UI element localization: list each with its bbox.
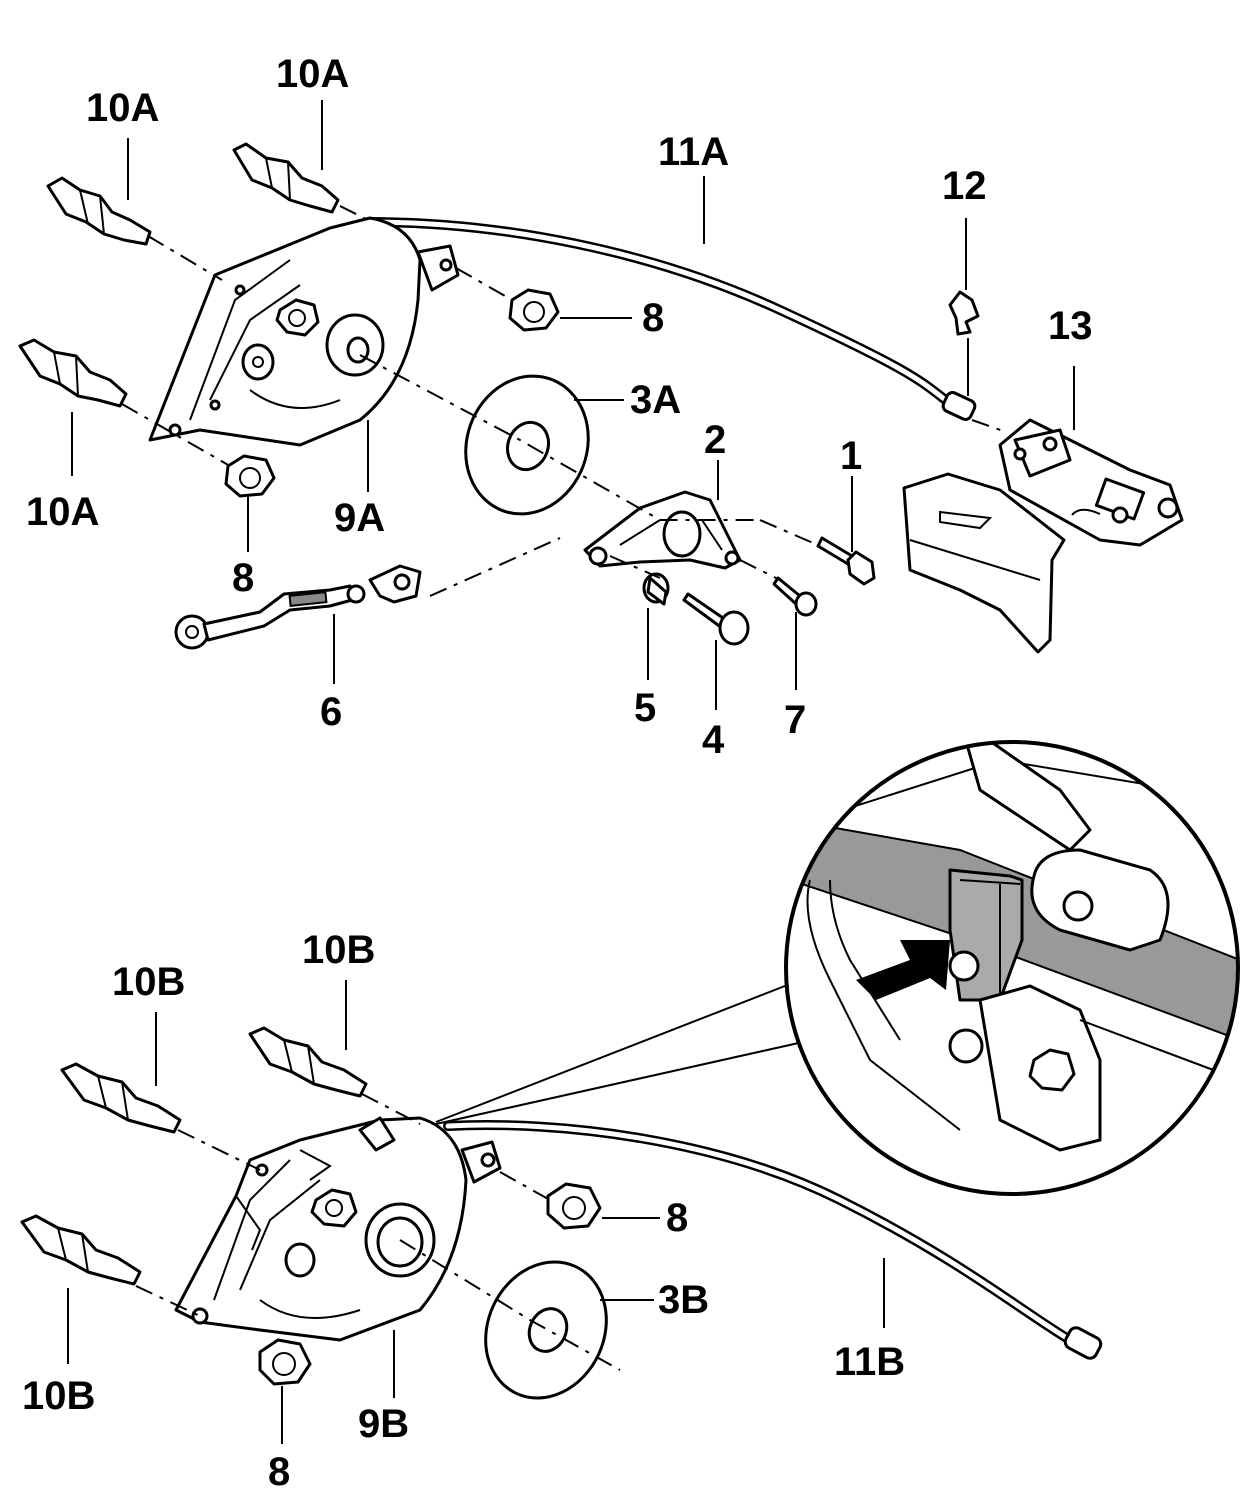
callout-12: 12	[942, 164, 987, 208]
screw-7	[772, 576, 818, 617]
callout-10b-left-lower: 10B	[22, 1374, 96, 1418]
callout-7: 7	[784, 698, 807, 742]
callout-2: 2	[704, 418, 727, 462]
callout-9b: 9B	[358, 1402, 410, 1446]
stud-10a-3	[18, 338, 128, 408]
callout-3a: 3A	[630, 378, 682, 422]
callout-10a-top: 10A	[276, 52, 350, 96]
callout-3b: 3B	[658, 1278, 710, 1322]
callout-9a: 9A	[334, 496, 386, 540]
stud-10b-3	[20, 1214, 142, 1286]
callout-10b-left-upper: 10B	[112, 960, 186, 1004]
detail-magnifier	[784, 740, 1240, 1196]
callout-13: 13	[1048, 304, 1093, 348]
nut-8-top-right	[508, 288, 560, 332]
housing-9b	[174, 1116, 502, 1342]
nut-8-bottom-left	[258, 1338, 312, 1386]
callout-8-bottom-left: 8	[268, 1450, 291, 1494]
bolt-1	[816, 536, 876, 586]
nut-8-top-left	[224, 454, 276, 498]
callout-8-bottom-right: 8	[666, 1196, 689, 1240]
clip-12	[948, 290, 980, 336]
callout-10a-left-lower: 10A	[26, 490, 100, 534]
link-rod-6	[174, 564, 422, 650]
callout-5: 5	[634, 686, 657, 730]
washer-3a	[464, 374, 590, 516]
cable-11b	[443, 1120, 1103, 1360]
bracket-2	[583, 490, 742, 570]
bushing-5	[642, 572, 670, 606]
callout-8-top-right: 8	[642, 296, 665, 340]
callout-4: 4	[702, 718, 725, 762]
callout-8-top-left: 8	[232, 556, 255, 600]
screw-4	[682, 592, 750, 646]
cover-plate	[902, 472, 1066, 654]
stud-10b-2	[248, 1026, 368, 1098]
cable-11a	[365, 217, 977, 421]
stud-10a-1	[46, 176, 152, 246]
callout-10a-left-upper: 10A	[86, 86, 160, 130]
actuator-13	[998, 418, 1184, 547]
housing-9a	[148, 216, 460, 447]
callout-1: 1	[840, 434, 863, 478]
stud-10a-2	[232, 142, 340, 214]
callout-11a: 11A	[658, 130, 730, 174]
stud-10b-1	[60, 1062, 182, 1134]
callout-10b-top: 10B	[302, 928, 376, 972]
callout-11b: 11B	[834, 1340, 906, 1384]
callout-6: 6	[320, 690, 343, 734]
washer-3b	[484, 1260, 608, 1400]
nut-8-bottom-right	[546, 1182, 602, 1230]
